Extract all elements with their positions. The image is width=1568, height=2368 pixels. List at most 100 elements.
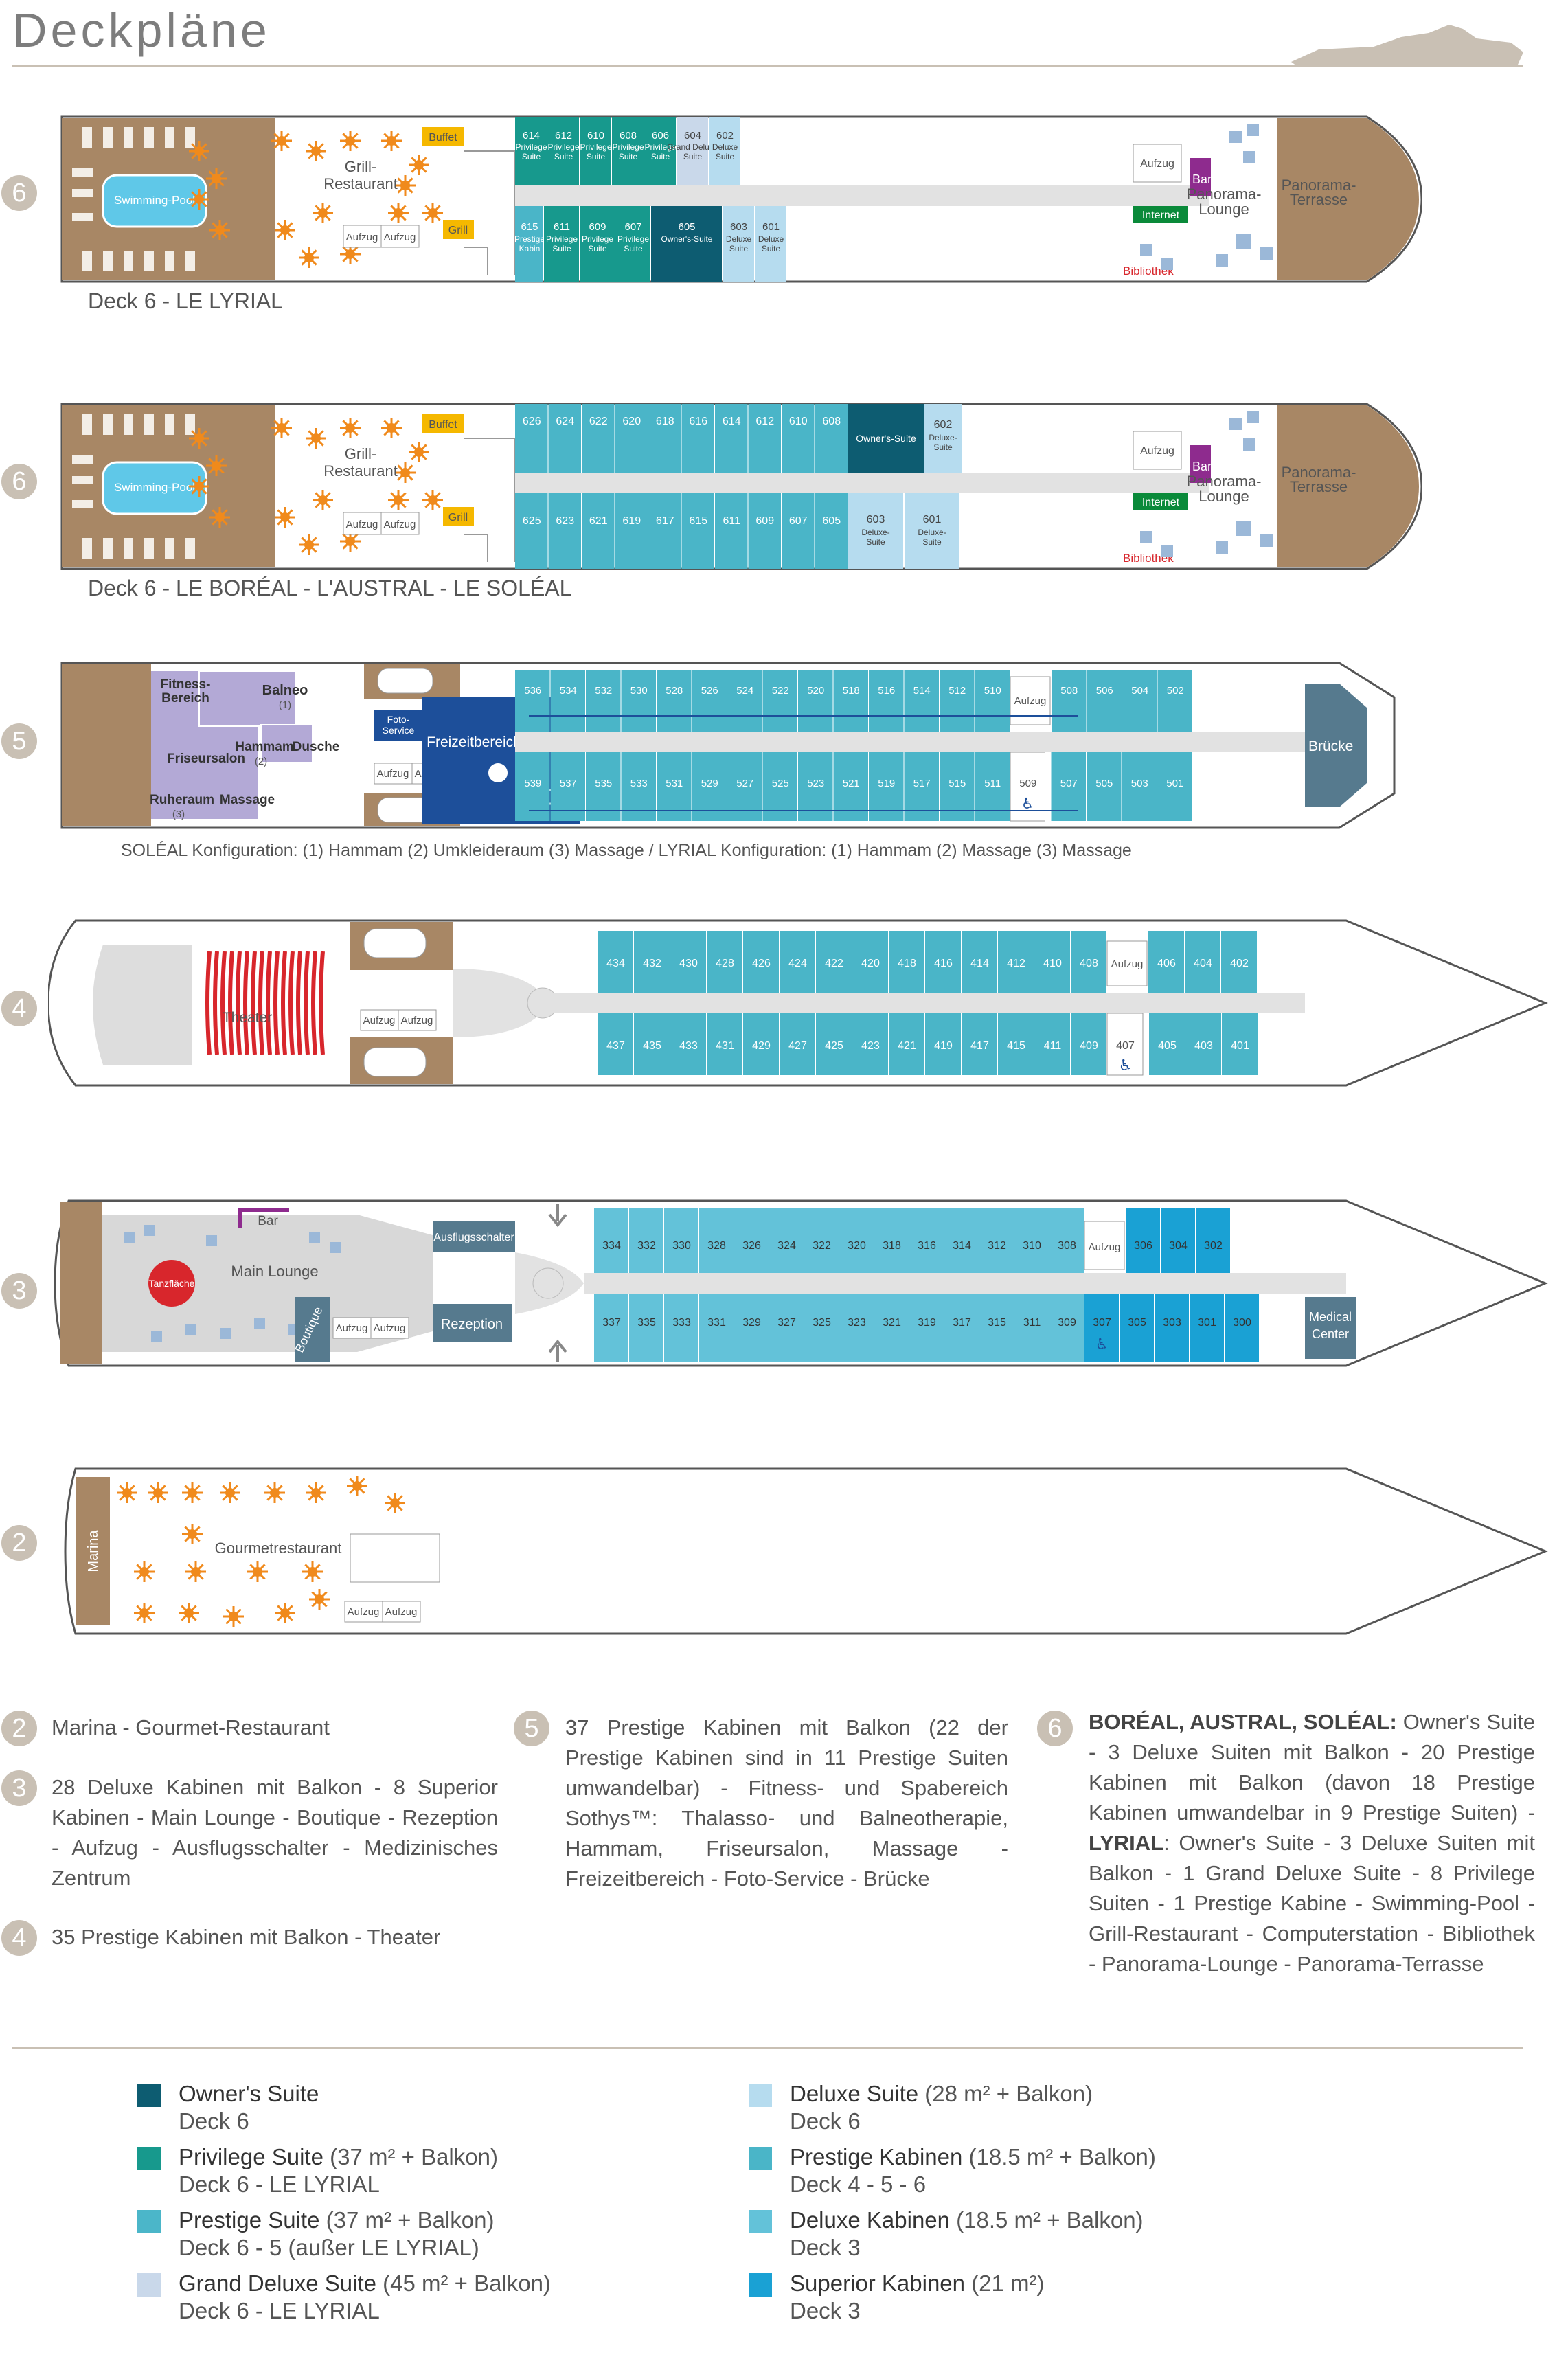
cabin-number: 335 [637, 1317, 656, 1329]
cabin-number: 406 [1157, 958, 1176, 969]
page-title: Deckpläne [12, 3, 271, 57]
cabin-622 [582, 404, 615, 473]
cabin-320 [839, 1208, 874, 1273]
cabin-number: 502 [1167, 685, 1184, 697]
cabin-418 [889, 931, 924, 993]
cabin-423 [852, 1013, 888, 1075]
cabin-608 [612, 117, 644, 185]
umbrella-icons [189, 418, 443, 555]
bar-counter [1190, 158, 1211, 196]
cabin-428 [707, 931, 742, 993]
desc-number-badge: 6 [1037, 1711, 1073, 1746]
cabin-532 [586, 670, 621, 732]
cabin-number: 422 [825, 958, 843, 969]
cabin-number: 614 [523, 130, 540, 142]
umbrella-icon [409, 155, 429, 175]
deck6-desc-text-a: Owner's Suite - 3 Deluxe Suiten mit Balk… [1089, 1710, 1535, 1825]
cabin-number: 417 [970, 1040, 989, 1052]
cabin-number: 615 [689, 515, 707, 527]
cabin-516 [869, 670, 904, 732]
cabin-528 [657, 670, 692, 732]
legend-detail: (28 m² + Balkon) [918, 2081, 1093, 2106]
cabin-430 [670, 931, 706, 993]
cabin-530 [621, 670, 656, 732]
cabin-431 [707, 1013, 742, 1075]
cabin-number: 323 [848, 1317, 866, 1329]
cabin-316 [909, 1208, 944, 1273]
cabin-number: 608 [620, 130, 637, 142]
grill-bar-box [443, 220, 474, 239]
cabin-307 [1084, 1294, 1119, 1362]
desc-number-badge: 4 [1, 1920, 37, 1956]
deck2-description: Marina - Gourmet-Restaurant [52, 1715, 330, 1739]
legend-decks: Deck 3 [790, 2235, 861, 2260]
deck6-boreal-plan: Swimming-Pool Grill- Restaurant Buffet G… [60, 403, 1422, 570]
cabin-315 [979, 1294, 1014, 1362]
cabin-number: 409 [1080, 1040, 1098, 1052]
umbrella-icon [409, 442, 429, 462]
cabin-number: 312 [988, 1240, 1006, 1252]
cabin-type: Suite [588, 244, 607, 253]
cabin-number: 532 [595, 685, 612, 697]
cabin-514 [904, 670, 939, 732]
cabin-609 [748, 493, 781, 569]
cabin-301 [1190, 1294, 1224, 1362]
cabin-518 [833, 670, 868, 732]
legend-item: Prestige Kabinen (18.5 m² + Balkon)Deck … [790, 2143, 1156, 2198]
grill-label-2: Restaurant [323, 462, 398, 480]
cabin-number: 611 [723, 515, 740, 527]
cabin-number: 505 [1095, 778, 1113, 789]
cabin-type: Suite [716, 152, 735, 161]
umbrella-icon [306, 141, 326, 161]
cabin-number: 319 [918, 1317, 936, 1329]
umbrella-icon [117, 1482, 137, 1503]
cabin-number: 423 [861, 1040, 880, 1052]
cabin-503 [1122, 752, 1157, 821]
legend-name: Deluxe Suite [790, 2081, 919, 2106]
deck5-plan: Fitness- Bereich Balneo (1) Friseursalon… [60, 662, 1396, 829]
cabin-603 [848, 493, 903, 569]
cabin-number: 411 [1044, 1040, 1062, 1052]
bridge-label: Brücke [1308, 738, 1353, 754]
cabin-type: Kabin [519, 244, 541, 253]
cabin-505 [1087, 752, 1122, 821]
theater-seating [205, 951, 325, 1055]
cabin-number: 519 [878, 778, 895, 789]
umbrella-icon [189, 476, 209, 497]
cabin-605 [815, 493, 848, 569]
cabin-number: 309 [1058, 1317, 1076, 1329]
lounge-label-1: Panorama- [1187, 185, 1262, 203]
buffet-box [422, 127, 464, 146]
cabin-414 [962, 931, 997, 993]
cabin-602 [709, 117, 740, 185]
buffet-label: Buffet [429, 419, 457, 431]
cabin-type: Privilege [546, 234, 578, 244]
cabin-number: 308 [1058, 1240, 1076, 1252]
internet-box [1133, 206, 1188, 223]
cabin-type: Deluxe- [918, 528, 946, 537]
shower-label: Dusche [293, 740, 340, 754]
deck2-plan: Marina Gourmetrestaurant Aufzug Aufzug [64, 1467, 1548, 1635]
lift-label: Aufzug [346, 232, 378, 243]
bar-label: Bar [1192, 172, 1212, 186]
lift-label: Aufzug [384, 232, 416, 243]
cabin-number: 611 [554, 221, 570, 233]
cabin-number: 315 [988, 1317, 1006, 1329]
legend-swatch [749, 2147, 772, 2170]
cabin-number: 301 [1198, 1317, 1216, 1329]
umbrella-icon [313, 490, 333, 510]
bar-label: Bar [258, 1214, 278, 1228]
cabin-number: 408 [1080, 958, 1098, 969]
cabin-type: Deluxe- [929, 433, 957, 442]
cabin-533 [621, 752, 656, 821]
cabin-424 [780, 931, 815, 993]
cabin-607 [615, 206, 650, 282]
cabin-626 [515, 404, 548, 473]
cabin-420 [852, 931, 888, 993]
cabin-number: 310 [1023, 1240, 1041, 1252]
umbrella-icon [206, 168, 227, 189]
umbrella-icon [395, 175, 416, 196]
cabin-602 [924, 404, 962, 473]
umbrella-icon [271, 131, 292, 151]
cabin-number: 510 [984, 685, 1001, 697]
